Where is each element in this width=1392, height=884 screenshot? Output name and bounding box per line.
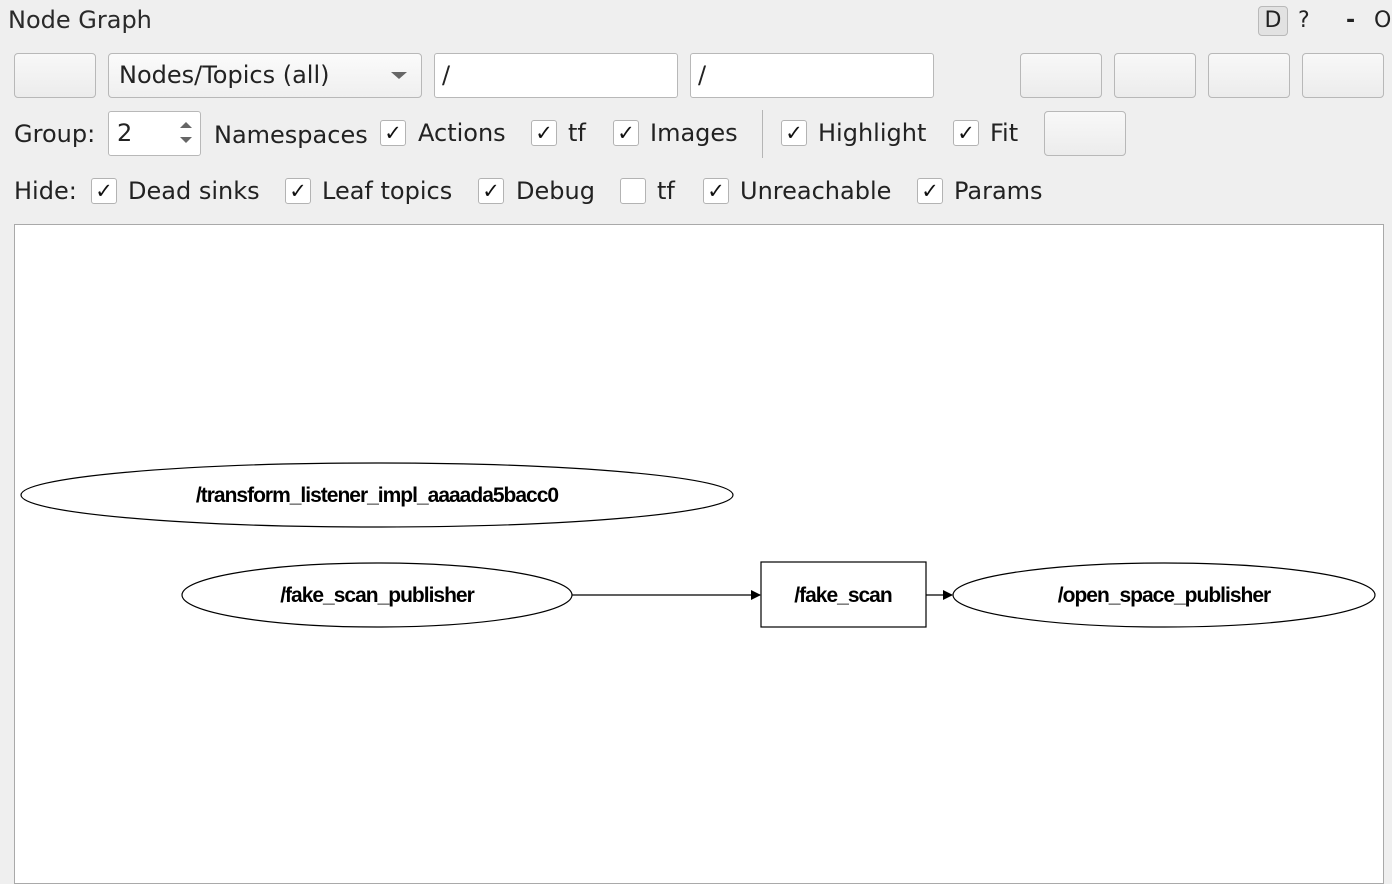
node-filter-input[interactable]: / bbox=[434, 53, 678, 98]
namespaces-label: Namespaces bbox=[214, 121, 368, 149]
hide-params-checkbox[interactable]: ✓ bbox=[917, 178, 943, 204]
check-icon: ✓ bbox=[289, 179, 307, 203]
fit-label: Fit bbox=[990, 119, 1019, 147]
images-checkbox[interactable]: ✓ bbox=[613, 120, 639, 146]
fit-checkbox[interactable]: ✓ bbox=[953, 120, 979, 146]
unreachable-label: Unreachable bbox=[740, 177, 892, 205]
dead-sinks-label: Dead sinks bbox=[128, 177, 260, 205]
window-title: Node Graph bbox=[8, 6, 152, 34]
tf-checkbox[interactable]: ✓ bbox=[531, 120, 557, 146]
check-icon: ✓ bbox=[482, 179, 500, 203]
spin-up-icon[interactable] bbox=[180, 122, 192, 128]
topic-filter-input[interactable]: / bbox=[690, 53, 934, 98]
check-icon: ✓ bbox=[384, 121, 402, 145]
load-dot-button[interactable] bbox=[1020, 53, 1102, 98]
graph-node-open-space-publisher[interactable]: /open_space_publisher bbox=[952, 562, 1376, 628]
save-dot-button[interactable] bbox=[1114, 53, 1196, 98]
check-icon: ✓ bbox=[707, 179, 725, 203]
topic-label-fake-scan: /fake_scan bbox=[794, 584, 892, 607]
hide-debug-checkbox[interactable]: ✓ bbox=[478, 178, 504, 204]
node-label-open-space-publisher: /open_space_publisher bbox=[1058, 584, 1271, 607]
hide-tf-checkbox[interactable] bbox=[620, 178, 646, 204]
node-ellipse bbox=[952, 562, 1376, 628]
debug-label: Debug bbox=[516, 177, 595, 205]
check-icon: ✓ bbox=[617, 121, 635, 145]
detach-button[interactable]: D bbox=[1258, 6, 1288, 36]
hide-leaf-topics-checkbox[interactable]: ✓ bbox=[285, 178, 311, 204]
hide-tf-label: tf bbox=[657, 177, 675, 205]
node-label-transform-listener: /transform_listener_impl_aaaada5bacc0 bbox=[196, 484, 559, 507]
group-label: Group: bbox=[14, 120, 96, 148]
fit-in-view-button[interactable] bbox=[1044, 111, 1126, 156]
hide-label: Hide: bbox=[14, 177, 77, 205]
minimize-button[interactable]: - bbox=[1346, 8, 1356, 33]
tf-label: tf bbox=[568, 119, 586, 147]
node-label-fake-scan-publisher: /fake_scan_publisher bbox=[280, 584, 474, 607]
save-svg-button[interactable] bbox=[1208, 53, 1290, 98]
params-label: Params bbox=[954, 177, 1043, 205]
check-icon: ✓ bbox=[535, 121, 553, 145]
hide-unreachable-checkbox[interactable]: ✓ bbox=[703, 178, 729, 204]
leaf-topics-label: Leaf topics bbox=[322, 177, 453, 205]
graph-type-value: Nodes/Topics (all) bbox=[119, 61, 330, 89]
images-label: Images bbox=[650, 119, 738, 147]
close-button[interactable]: O bbox=[1374, 8, 1392, 33]
spin-down-icon[interactable] bbox=[180, 137, 192, 143]
highlight-label: Highlight bbox=[818, 119, 927, 147]
refresh-graph-button[interactable] bbox=[14, 53, 96, 98]
chevron-down-icon bbox=[391, 72, 407, 79]
check-icon: ✓ bbox=[921, 179, 939, 203]
graph-type-select[interactable]: Nodes/Topics (all) bbox=[108, 53, 422, 98]
graph-node-fake-scan-publisher[interactable]: /fake_scan_publisher bbox=[181, 562, 573, 628]
actions-label: Actions bbox=[418, 119, 506, 147]
actions-checkbox[interactable]: ✓ bbox=[380, 120, 406, 146]
check-icon: ✓ bbox=[785, 121, 803, 145]
topic-box bbox=[760, 561, 927, 628]
hide-dead-sinks-checkbox[interactable]: ✓ bbox=[91, 178, 117, 204]
check-icon: ✓ bbox=[95, 179, 113, 203]
graph-node-transform-listener[interactable]: /transform_listener_impl_aaaada5bacc0 bbox=[20, 462, 734, 528]
highlight-checkbox[interactable]: ✓ bbox=[781, 120, 807, 146]
toolbar-separator bbox=[762, 110, 763, 158]
spin-arrows[interactable] bbox=[174, 112, 200, 154]
graph-canvas[interactable]: /transform_listener_impl_aaaada5bacc0 /f… bbox=[14, 224, 1384, 884]
check-icon: ✓ bbox=[957, 121, 975, 145]
group-spinbox[interactable]: 2 bbox=[108, 111, 201, 156]
help-button[interactable]: ? bbox=[1298, 8, 1310, 33]
node-ellipse bbox=[20, 462, 734, 528]
group-value: 2 bbox=[117, 119, 133, 147]
graph-topic-fake-scan[interactable]: /fake_scan bbox=[760, 561, 927, 628]
save-image-button[interactable] bbox=[1302, 53, 1384, 98]
